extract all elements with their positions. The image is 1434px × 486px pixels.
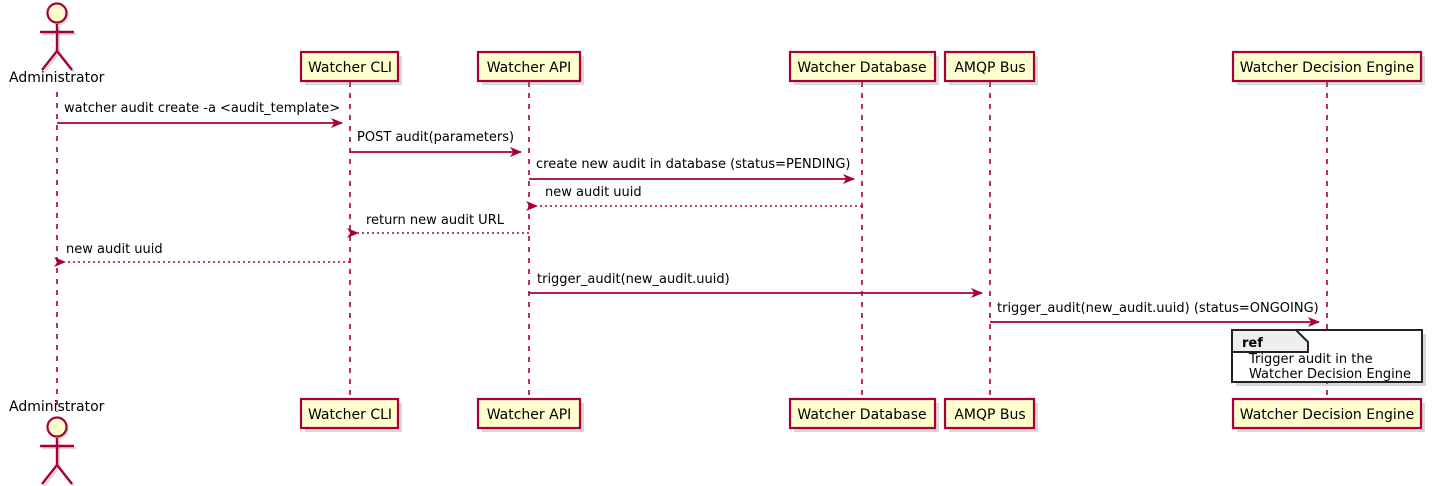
participant-label-db-top: Watcher Database bbox=[797, 60, 926, 76]
ref-operator-tab bbox=[1231, 329, 1309, 353]
participant-box-db-top[interactable]: Watcher Database bbox=[788, 50, 939, 85]
actor-label-top: Administrator bbox=[9, 70, 105, 86]
participant-label-engine-bottom: Watcher Decision Engine bbox=[1240, 407, 1414, 423]
ref-fragment[interactable]: ref Trigger audit in the Watcher Decisio… bbox=[1231, 329, 1426, 386]
message-7-label: trigger_audit(new_audit.uuid) bbox=[537, 272, 730, 287]
participant-label-amqp-bottom: AMQP Bus bbox=[954, 407, 1025, 423]
message-3-label: create new audit in database (status=PEN… bbox=[536, 157, 851, 172]
participant-label-amqp-top: AMQP Bus bbox=[954, 60, 1025, 76]
participant-label-db-bottom: Watcher Database bbox=[797, 407, 926, 423]
message-7-trigger-audit[interactable]: trigger_audit(new_audit.uuid) bbox=[529, 272, 983, 298]
participant-box-cli-bottom[interactable]: Watcher CLI bbox=[299, 397, 402, 432]
message-1-label: watcher audit create -a <audit_template> bbox=[64, 101, 340, 116]
participant-label-cli-top: Watcher CLI bbox=[308, 60, 392, 76]
message-5-label: return new audit URL bbox=[366, 213, 505, 228]
ref-body-line-1: Trigger audit in the bbox=[1248, 352, 1373, 367]
participant-box-cli-top[interactable]: Watcher CLI bbox=[299, 50, 402, 85]
participant-box-engine-bottom[interactable]: Watcher Decision Engine bbox=[1231, 397, 1425, 432]
ref-body-line-2: Watcher Decision Engine bbox=[1249, 367, 1411, 382]
message-5-return-new-audit-url[interactable]: return new audit URL bbox=[347, 213, 529, 238]
message-4-new-audit-uuid-db[interactable]: new audit uuid bbox=[526, 185, 862, 211]
message-6-new-audit-uuid-admin[interactable]: new audit uuid bbox=[54, 242, 350, 267]
participant-box-amqp-top[interactable]: AMQP Bus bbox=[943, 50, 1038, 85]
message-6-label: new audit uuid bbox=[66, 242, 163, 257]
lifelines-group bbox=[56, 82, 1328, 412]
message-2-post-audit[interactable]: POST audit(parameters) bbox=[350, 130, 522, 157]
actor-figure-icon-bottom bbox=[40, 416, 76, 486]
participant-label-engine-top: Watcher Decision Engine bbox=[1240, 60, 1414, 76]
participant-box-db-bottom[interactable]: Watcher Database bbox=[788, 397, 939, 432]
actor-label-bottom: Administrator bbox=[9, 399, 105, 415]
ref-operator-label: ref bbox=[1242, 336, 1263, 351]
message-4-label: new audit uuid bbox=[545, 185, 642, 200]
actor-administrator-bottom[interactable]: Administrator bbox=[9, 399, 105, 486]
participant-box-api-top[interactable]: Watcher API bbox=[476, 50, 584, 85]
participant-box-api-bottom[interactable]: Watcher API bbox=[476, 397, 584, 432]
message-3-create-new-audit[interactable]: create new audit in database (status=PEN… bbox=[529, 157, 855, 184]
message-1-watcher-audit-create[interactable]: watcher audit create -a <audit_template> bbox=[57, 101, 343, 128]
participant-box-amqp-bottom[interactable]: AMQP Bus bbox=[943, 397, 1038, 432]
participant-label-api-top: Watcher API bbox=[487, 60, 572, 76]
participant-label-cli-bottom: Watcher CLI bbox=[308, 407, 392, 423]
actor-administrator-top[interactable]: Administrator bbox=[9, 2, 105, 87]
participant-box-engine-top[interactable]: Watcher Decision Engine bbox=[1231, 50, 1425, 85]
message-8-trigger-audit-ongoing[interactable]: trigger_audit(new_audit.uuid) (status=ON… bbox=[990, 301, 1320, 327]
message-8-label: trigger_audit(new_audit.uuid) (status=ON… bbox=[997, 301, 1319, 316]
participant-label-api-bottom: Watcher API bbox=[487, 407, 572, 423]
actor-figure-icon bbox=[40, 2, 76, 73]
message-2-label: POST audit(parameters) bbox=[357, 130, 514, 145]
